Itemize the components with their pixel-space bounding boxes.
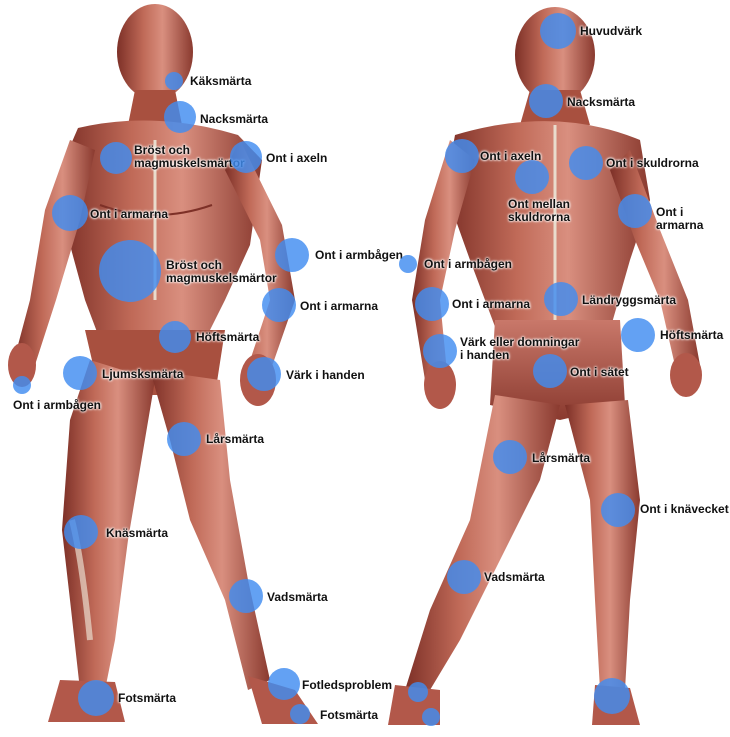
shoulder-pain-back-label[interactable]: Ont i axeln [480,149,542,163]
thigh-pain-front-hotspot[interactable] [167,422,201,456]
back-of-knee-pain-hotspot[interactable] [601,493,635,527]
hand-numbness-label[interactable]: Värk eller domningar i handen [460,335,580,362]
buttock-pain-label[interactable]: Ont i sätet [570,365,629,379]
arm-pain-front-left-label[interactable]: Ont i armarna [90,207,169,221]
jaw-pain-hotspot[interactable] [165,72,183,90]
shoulder-pain-front-label[interactable]: Ont i axeln [266,151,328,165]
arm-pain-front-left-hotspot[interactable] [52,195,88,231]
hip-pain-back-label[interactable]: Höftsmärta [660,328,724,342]
lower-back-pain-label[interactable]: Ländryggsmärta [582,293,677,307]
arm-pain-front-right-hotspot[interactable] [262,288,296,322]
foot-back-left-hotspot[interactable] [408,682,428,702]
thigh-pain-back-hotspot[interactable] [493,440,527,474]
shoulder-pain-back-hotspot[interactable] [445,139,479,173]
foot-pain-front-right-hotspot[interactable] [290,704,310,724]
hand-numbness-hotspot[interactable] [423,334,457,368]
hand-pain-front-hotspot[interactable] [247,357,281,391]
elbow-pain-front-right-label[interactable]: Ont i armbågen [315,248,404,262]
elbow-pain-front-left-hotspot[interactable] [13,376,31,394]
groin-pain-hotspot[interactable] [63,356,97,390]
calf-pain-front-hotspot[interactable] [229,579,263,613]
foot-pain-front-left-hotspot[interactable] [78,680,114,716]
foot-pain-front-left-label[interactable]: Fotsmärta [118,691,177,705]
hip-pain-front-hotspot[interactable] [159,321,191,353]
neck-pain-back-hotspot[interactable] [529,84,563,118]
headache-hotspot[interactable] [540,13,576,49]
hand-pain-front-label[interactable]: Värk i handen [286,368,365,382]
arm-pain-back-left-label[interactable]: Ont i armarna [452,297,531,311]
shoulder-blades-pain-label[interactable]: Ont i skuldrorna [606,156,699,170]
buttock-pain-hotspot[interactable] [533,354,567,388]
shoulder-blades-pain-hotspot[interactable] [569,146,603,180]
knee-pain-hotspot[interactable] [64,515,98,549]
chest-abdominal-upper-label[interactable]: Bröst och magmuskelsmärtor [134,143,245,170]
thigh-pain-front-label[interactable]: Lårsmärta [206,432,265,446]
chest-abdominal-upper-hotspot[interactable] [100,142,132,174]
arm-pain-back-left-hotspot[interactable] [415,287,449,321]
groin-pain-label[interactable]: Ljumsksmärta [102,367,184,381]
ankle-problem-hotspot[interactable] [268,668,300,700]
arm-pain-back-right-hotspot[interactable] [618,194,652,228]
neck-pain-back-label[interactable]: Nacksmärta [567,95,636,109]
knee-pain-label[interactable]: Knäsmärta [106,526,169,540]
elbow-pain-front-right-hotspot[interactable] [275,238,309,272]
headache-label[interactable]: Huvudvärk [580,24,643,38]
arm-pain-back-right-label[interactable]: Ont i armarna [656,205,704,232]
calf-pain-front-label[interactable]: Vadsmärta [267,590,328,604]
neck-pain-front-hotspot[interactable] [164,101,196,133]
shoulder-pain-front-hotspot[interactable] [230,141,262,173]
chest-abdominal-lower-hotspot[interactable] [99,240,161,302]
back-of-knee-pain-label[interactable]: Ont i knävecket [640,502,729,516]
calf-pain-back-label[interactable]: Vadsmärta [484,570,545,584]
lower-back-pain-hotspot[interactable] [544,282,578,316]
elbow-pain-back-label[interactable]: Ont i armbågen [424,257,513,271]
elbow-pain-front-left-label[interactable]: Ont i armbågen [13,398,102,412]
jaw-pain-label[interactable]: Käksmärta [190,74,252,88]
neck-pain-front-label[interactable]: Nacksmärta [200,112,269,126]
between-shoulder-blades-label[interactable]: Ont mellan skuldrorna [508,197,571,224]
arm-pain-front-right-label[interactable]: Ont i armarna [300,299,379,313]
thigh-pain-back-label[interactable]: Lårsmärta [532,451,591,465]
foot-back-right-hotspot[interactable] [594,678,630,714]
calf-pain-back-hotspot[interactable] [447,560,481,594]
hip-pain-back-hotspot[interactable] [621,318,655,352]
ankle-problem-label[interactable]: Fotledsproblem [302,678,393,692]
chest-abdominal-lower-label[interactable]: Bröst och magmuskelsmärtor [166,258,277,285]
between-shoulder-blades-hotspot[interactable] [515,160,549,194]
foot-back-left-toe-hotspot[interactable] [422,708,440,726]
foot-pain-front-right-label[interactable]: Fotsmärta [320,708,379,722]
elbow-pain-back-hotspot[interactable] [399,255,417,273]
hip-pain-front-label[interactable]: Höftsmärta [196,330,260,344]
